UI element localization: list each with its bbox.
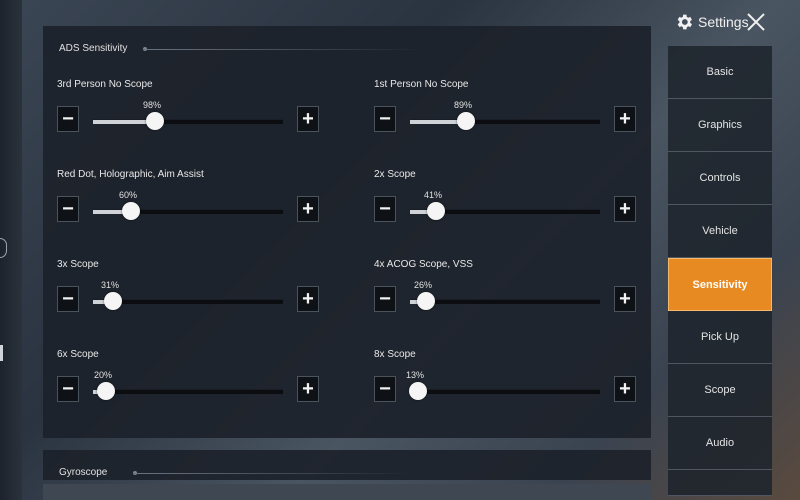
- settings-sidebar: Basic Graphics Controls Vehicle Sensitiv…: [668, 46, 772, 496]
- tab-audio[interactable]: Audio: [668, 417, 772, 470]
- circle-marker-icon: [0, 238, 7, 258]
- sensitivity-setting: 1st Person No Scope − 89% +: [374, 79, 654, 149]
- tab-graphics[interactable]: Graphics: [668, 99, 772, 152]
- tab-more[interactable]: [668, 470, 772, 496]
- setting-label: 3rd Person No Scope: [57, 79, 153, 90]
- slider-fill: [93, 210, 131, 214]
- section-divider: [143, 49, 423, 50]
- decrease-button[interactable]: −: [57, 376, 79, 402]
- settings-title: Settings: [698, 14, 749, 30]
- slider-track[interactable]: [93, 202, 283, 220]
- decrease-button[interactable]: −: [374, 376, 396, 402]
- decrease-button[interactable]: −: [374, 286, 396, 312]
- slider-thumb[interactable]: [417, 292, 435, 310]
- sensitivity-setting: 6x Scope − 20% +: [57, 349, 337, 419]
- sensitivity-setting: 3rd Person No Scope − 98% +: [57, 79, 337, 149]
- gyroscope-section-title: Gyroscope: [59, 467, 108, 478]
- sensitivity-setting: 8x Scope −13% +: [374, 349, 654, 419]
- slider-thumb[interactable]: [146, 112, 164, 130]
- slider-fill: [93, 120, 155, 124]
- slider-track[interactable]: [93, 292, 283, 310]
- setting-label: 8x Scope: [374, 349, 416, 360]
- value-percent: 60%: [119, 190, 138, 200]
- bottom-panel-edge: [43, 484, 651, 500]
- slider-thumb[interactable]: [104, 292, 122, 310]
- setting-label: 1st Person No Scope: [374, 79, 469, 90]
- increase-button[interactable]: +: [297, 376, 319, 402]
- decrease-button[interactable]: −: [57, 106, 79, 132]
- sensitivity-setting: 3x Scope − 31% +: [57, 259, 337, 329]
- value-percent: 41%: [424, 190, 443, 200]
- tab-sensitivity[interactable]: Sensitivity: [668, 258, 772, 311]
- slider-track[interactable]: [93, 112, 283, 130]
- edge-bar-icon: [0, 345, 3, 361]
- settings-header: Settings: [668, 0, 800, 46]
- sensitivity-setting: Red Dot, Holographic, Aim Assist − 60% +: [57, 169, 337, 239]
- tab-vehicle[interactable]: Vehicle: [668, 205, 772, 258]
- decrease-button[interactable]: −: [57, 196, 79, 222]
- close-icon[interactable]: [744, 10, 768, 34]
- value-percent: 20%: [94, 370, 113, 380]
- increase-button[interactable]: +: [297, 286, 319, 312]
- slider-thumb[interactable]: [409, 382, 427, 400]
- ads-section-title: ADS Sensitivity: [59, 43, 128, 54]
- increase-button[interactable]: +: [614, 376, 636, 402]
- section-divider: [133, 473, 413, 474]
- decrease-button[interactable]: −: [57, 286, 79, 312]
- tab-controls[interactable]: Controls: [668, 152, 772, 205]
- slider-fill: [410, 120, 466, 124]
- slider-thumb[interactable]: [457, 112, 475, 130]
- increase-button[interactable]: +: [614, 196, 636, 222]
- value-percent: 26%: [414, 280, 433, 290]
- slider-track[interactable]: [410, 292, 600, 310]
- increase-button[interactable]: +: [297, 196, 319, 222]
- slider-thumb[interactable]: [97, 382, 115, 400]
- gear-icon: [677, 14, 692, 30]
- slider-fill: [410, 210, 436, 214]
- tab-scope[interactable]: Scope: [668, 364, 772, 417]
- tab-basic[interactable]: Basic: [668, 46, 772, 99]
- decrease-button[interactable]: −: [374, 106, 396, 132]
- setting-label: 6x Scope: [57, 349, 99, 360]
- gyroscope-panel: Gyroscope: [43, 450, 651, 480]
- setting-label: Red Dot, Holographic, Aim Assist: [57, 169, 204, 180]
- increase-button[interactable]: +: [297, 106, 319, 132]
- setting-label: 4x ACOG Scope, VSS: [374, 259, 473, 270]
- ads-sensitivity-panel: ADS Sensitivity 3rd Person No Scope − 98% +…: [43, 26, 651, 438]
- slider-track[interactable]: [410, 112, 600, 130]
- decrease-button[interactable]: −: [374, 196, 396, 222]
- increase-button[interactable]: +: [614, 286, 636, 312]
- slider-thumb[interactable]: [122, 202, 140, 220]
- sensitivity-setting: 4x ACOG Scope, VSS − 26% +: [374, 259, 654, 329]
- slider-thumb[interactable]: [427, 202, 445, 220]
- value-percent: 89%: [454, 100, 473, 110]
- sensitivity-setting: 2x Scope − 41% +: [374, 169, 654, 239]
- setting-label: 3x Scope: [57, 259, 99, 270]
- value-percent: 13%: [406, 370, 425, 380]
- left-edge-strip: [0, 0, 22, 500]
- slider-track[interactable]: [93, 382, 283, 400]
- increase-button[interactable]: +: [614, 106, 636, 132]
- setting-label: 2x Scope: [374, 169, 416, 180]
- value-percent: 98%: [143, 100, 162, 110]
- slider-track[interactable]: [409, 382, 600, 400]
- tab-pick-up[interactable]: Pick Up: [668, 311, 772, 364]
- slider-track[interactable]: [410, 202, 600, 220]
- value-percent: 31%: [101, 280, 120, 290]
- slider-fill: [93, 300, 113, 304]
